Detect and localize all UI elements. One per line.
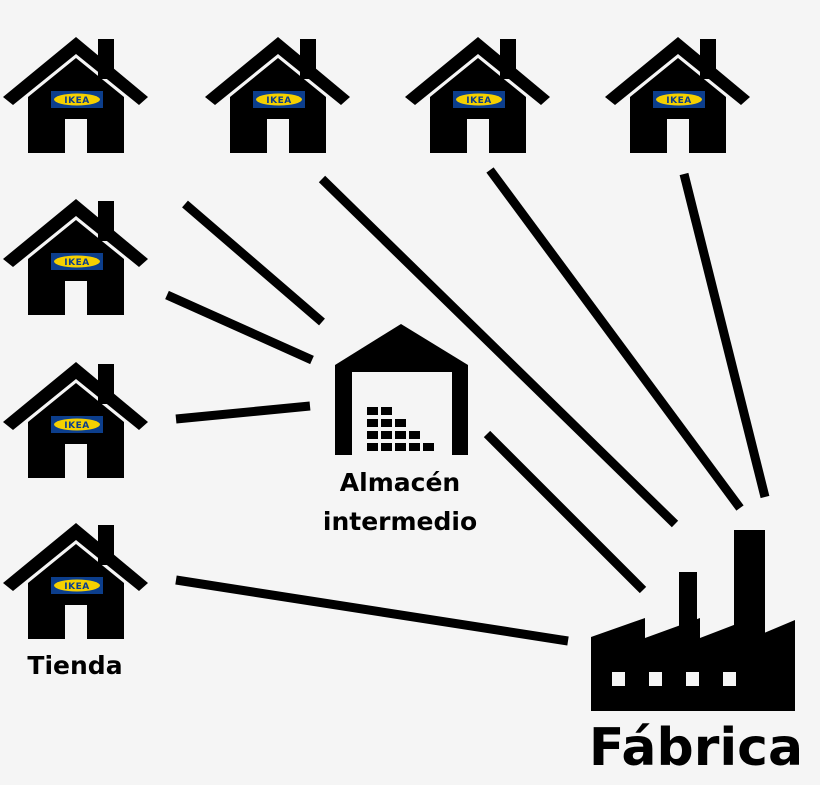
store-house-top-3: IKEA bbox=[405, 37, 550, 153]
warehouse-boxes bbox=[367, 407, 434, 451]
house-icon bbox=[3, 362, 148, 478]
link-store-4-warehouse bbox=[175, 401, 311, 424]
ikea-logo-text: IKEA bbox=[64, 582, 89, 592]
link-store-5-factory bbox=[175, 575, 569, 646]
house-icon bbox=[3, 199, 148, 315]
link-store-top3-factory bbox=[486, 167, 744, 511]
ikea-logo-text: IKEA bbox=[666, 96, 691, 106]
warehouse-icon bbox=[335, 324, 468, 455]
factory-windows bbox=[612, 672, 736, 686]
store-house-top-1: IKEA bbox=[3, 37, 148, 153]
ikea-logo-text: IKEA bbox=[64, 96, 89, 106]
ikea-logo-text: IKEA bbox=[266, 96, 291, 106]
house-icon bbox=[3, 37, 148, 153]
ikea-logo-text: IKEA bbox=[64, 421, 89, 431]
store-house-left-4: IKEA bbox=[3, 523, 148, 639]
store-house-top-2: IKEA bbox=[205, 37, 350, 153]
warehouse-label-line1: Almacén bbox=[340, 468, 460, 497]
store-label: Tienda bbox=[27, 651, 122, 680]
factory-label: Fábrica bbox=[589, 718, 803, 778]
house-icon bbox=[405, 37, 550, 153]
store-house-left-2: IKEA bbox=[3, 199, 148, 315]
warehouse-label-line2: intermedio bbox=[323, 507, 477, 536]
link-warehouse-factory bbox=[483, 430, 647, 594]
link-store-3-warehouse bbox=[165, 290, 314, 365]
house-icon bbox=[605, 37, 750, 153]
ikea-logo-text: IKEA bbox=[64, 258, 89, 268]
link-store-top2-factory bbox=[318, 175, 679, 528]
store-house-left-3: IKEA bbox=[3, 362, 148, 478]
store-house-top-4: IKEA bbox=[605, 37, 750, 153]
ikea-logo-text: IKEA bbox=[466, 96, 491, 106]
house-icon bbox=[3, 523, 148, 639]
link-store-2-warehouse bbox=[182, 200, 325, 326]
house-icon bbox=[205, 37, 350, 153]
factory-icon bbox=[591, 530, 795, 711]
link-store-top4-factory bbox=[679, 172, 770, 499]
connection-lines bbox=[165, 167, 770, 646]
